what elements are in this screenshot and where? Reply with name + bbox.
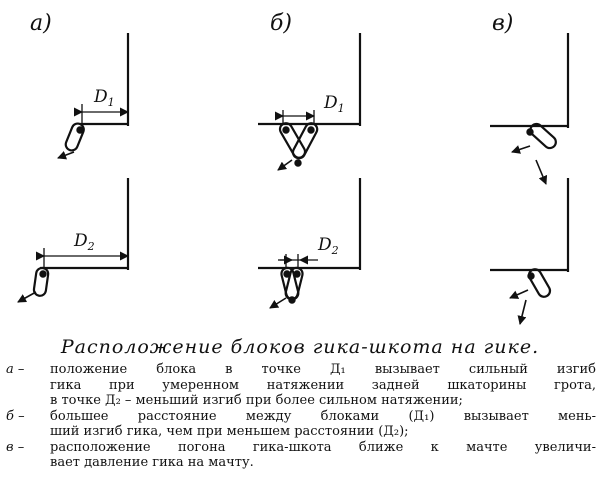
- block: [527, 268, 552, 298]
- block-sheave: [307, 126, 315, 134]
- legend-line: расположение погона гика-шкота ближе к м…: [50, 439, 596, 455]
- sheet-pull-arrow: [509, 289, 529, 299]
- panel-c-top: [490, 33, 570, 185]
- block: [529, 122, 557, 150]
- legend-line: вает давление гика на мачту.: [50, 455, 254, 470]
- block-sheave: [526, 128, 534, 136]
- panel-a-top: D1: [57, 33, 130, 160]
- sheet-pull-arrow: [511, 145, 531, 154]
- dimension-label-d1: D1: [93, 87, 115, 109]
- legend-line: в точке Д₂ – меньший изгиб при более сил…: [50, 393, 463, 408]
- panel-a-bottom: D2: [17, 178, 130, 303]
- figure-caption: Расположение блоков гика-шкота на гике.: [60, 336, 540, 358]
- dimension-label-d2: D2: [317, 235, 339, 257]
- figure-legend: а – положение блока в точке Д₁ вызывает …: [6, 362, 596, 471]
- dimension-label-d2: D2: [73, 231, 95, 253]
- block: [291, 122, 319, 160]
- legend-item-b: б – большее расстояние между блоками (Д₁…: [6, 409, 596, 440]
- block: [32, 266, 50, 297]
- sheet-pull-arrow: [57, 150, 75, 160]
- block-sheave: [294, 159, 302, 167]
- legend-key: б –: [6, 408, 25, 424]
- panel-c-bottom: [490, 178, 570, 325]
- panel-label-c: в): [492, 11, 513, 36]
- block-sheave: [527, 272, 535, 280]
- legend-key: а –: [6, 362, 25, 377]
- sheet-pull-arrow: [277, 159, 293, 171]
- panel-b-bottom: D2: [258, 178, 362, 309]
- sheet-pull-arrow: [269, 297, 287, 309]
- legend-line: гика при умеренном натяжении задней шкат…: [50, 377, 596, 393]
- legend-line: большее расстояние между блоками (Д₁) вы…: [50, 408, 596, 424]
- boom-pressure-arrow: [517, 299, 527, 325]
- block-sheave: [288, 296, 296, 304]
- panel-label-b: б): [270, 11, 292, 36]
- block: [64, 122, 85, 152]
- dimension-label-d1: D1: [323, 93, 345, 115]
- block-sheave: [39, 270, 47, 278]
- boom-pressure-arrow: [535, 159, 548, 185]
- block-sheave: [283, 270, 291, 278]
- block-sheave: [293, 270, 301, 278]
- panel-b-top: D1: [258, 33, 362, 171]
- legend-line: положение блока в точке Д₁ вызывает силь…: [50, 362, 596, 377]
- legend-item-a: а – положение блока в точке Д₁ вызывает …: [6, 362, 596, 409]
- sheet-pull-arrow: [17, 291, 37, 303]
- block-sheave: [76, 126, 84, 134]
- legend-item-c: в – расположение погона гика-шкота ближе…: [6, 440, 596, 471]
- legend-key: в –: [6, 439, 25, 455]
- block-sheave: [282, 126, 290, 134]
- mainsheet-blocks-diagram: а) D1 D2 б): [17, 11, 570, 325]
- legend-line: ший изгиб гика, чем при меньшем расстоян…: [50, 424, 409, 439]
- panel-label-a: а): [30, 11, 52, 36]
